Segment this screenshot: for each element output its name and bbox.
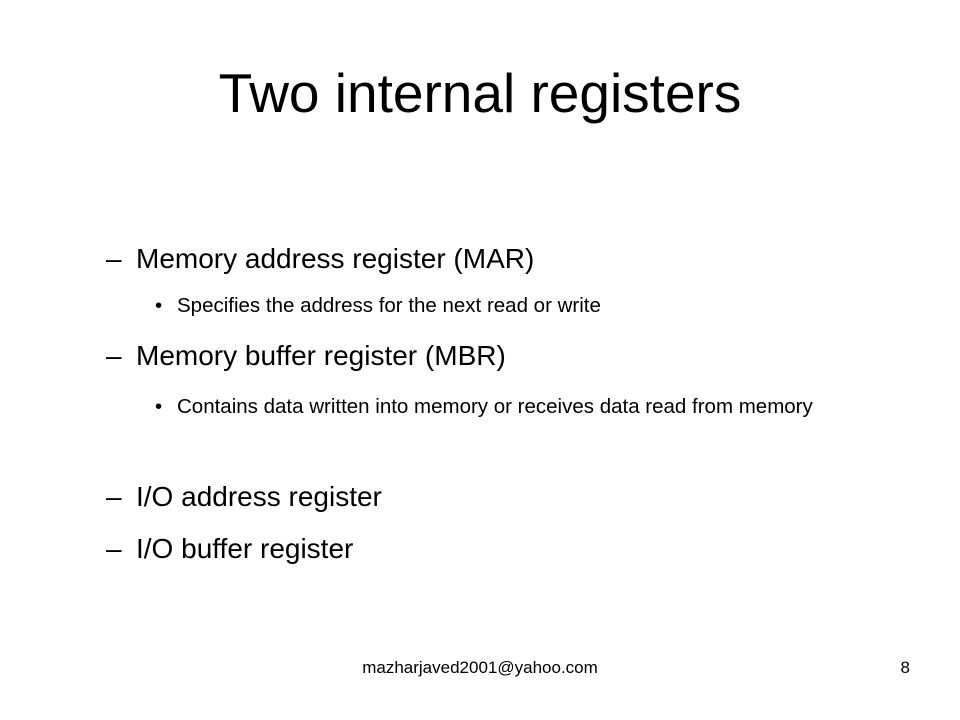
sub-item-mar-description: • Specifies the address for the next rea… bbox=[155, 289, 915, 323]
sub-item-text: Specifies the address for the next read … bbox=[177, 294, 601, 317]
page-number: 8 bbox=[900, 658, 910, 677]
bullet-marker: • bbox=[155, 294, 163, 317]
list-item-text: Memory address register (MAR) bbox=[136, 243, 535, 274]
list-item-text: I/O buffer register bbox=[136, 533, 354, 564]
list-item-io-address: –I/O address register bbox=[106, 480, 382, 514]
list-item-mbr: –Memory buffer register (MBR) bbox=[106, 339, 506, 373]
dash-marker: – bbox=[106, 340, 122, 371]
sub-item-mbr-description: • Contains data written into memory or r… bbox=[155, 390, 915, 424]
slide-title: Two internal registers bbox=[218, 62, 742, 124]
list-item-text: I/O address register bbox=[136, 481, 382, 512]
list-item-mar: –Memory address register (MAR) bbox=[106, 242, 534, 276]
sub-item-text: Contains data written into memory or rec… bbox=[177, 395, 813, 418]
dash-marker: – bbox=[106, 243, 122, 274]
dash-marker: – bbox=[106, 533, 122, 564]
dash-marker: – bbox=[106, 481, 122, 512]
footer-email: mazharjaved2001@yahoo.com bbox=[362, 658, 598, 677]
list-item-text: Memory buffer register (MBR) bbox=[136, 340, 506, 371]
list-item-io-buffer: –I/O buffer register bbox=[106, 532, 353, 566]
bullet-marker: • bbox=[155, 395, 163, 418]
